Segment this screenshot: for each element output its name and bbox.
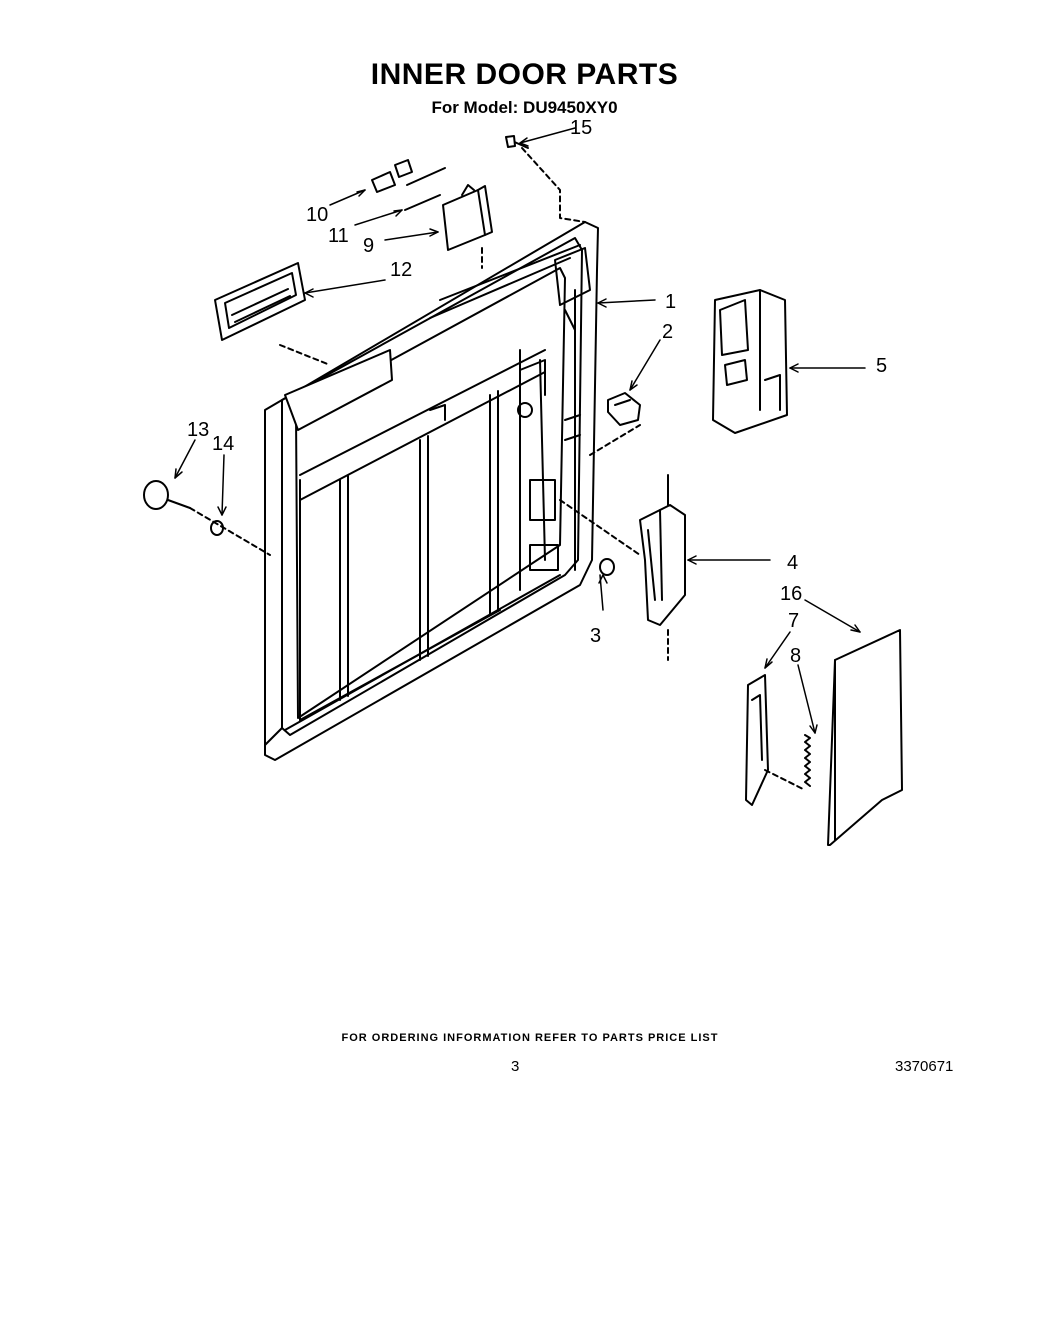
page-title: INNER DOOR PARTS (370, 58, 679, 91)
callout-8: 8 (790, 645, 801, 667)
callout-13: 13 (187, 419, 209, 441)
side-panel-part (827, 629, 903, 846)
bumper-part (559, 499, 641, 576)
callout-12: 12 (390, 259, 412, 281)
latch-assembly-part (639, 474, 686, 661)
callout-11: 11 (328, 225, 349, 247)
callout-16: 16 (780, 583, 802, 605)
callout-14: 14 (212, 433, 234, 455)
assembly-lines (279, 247, 641, 456)
control-console-part (712, 289, 788, 434)
callout-10: 10 (306, 204, 328, 226)
callout-1: 1 (665, 291, 676, 313)
lever-bracket-part (745, 674, 769, 806)
knob-washer-parts (143, 480, 271, 556)
callout-7: 7 (788, 610, 799, 632)
dispenser-frame (214, 262, 306, 341)
latch-clip-part (607, 392, 641, 426)
cover-part (442, 184, 493, 251)
inner-door-panel (264, 221, 599, 761)
hinge-pin-parts (371, 159, 446, 211)
callout-3: 3 (590, 625, 601, 647)
leader-arrows (174, 127, 866, 734)
callout-9: 9 (363, 235, 374, 257)
callout-5: 5 (876, 355, 887, 377)
callout-2: 2 (662, 321, 673, 343)
spring-part (764, 734, 811, 791)
callout-4: 4 (787, 552, 798, 574)
model-line: For Model: DU9450XY0 (431, 98, 618, 117)
ordering-note: FOR ORDERING INFORMATION REFER TO PARTS … (341, 1032, 719, 1044)
callout-15: 15 (570, 117, 592, 139)
screw-part (505, 135, 586, 223)
page-number: 3 (511, 1058, 520, 1075)
document-number: 3370671 (895, 1058, 954, 1075)
